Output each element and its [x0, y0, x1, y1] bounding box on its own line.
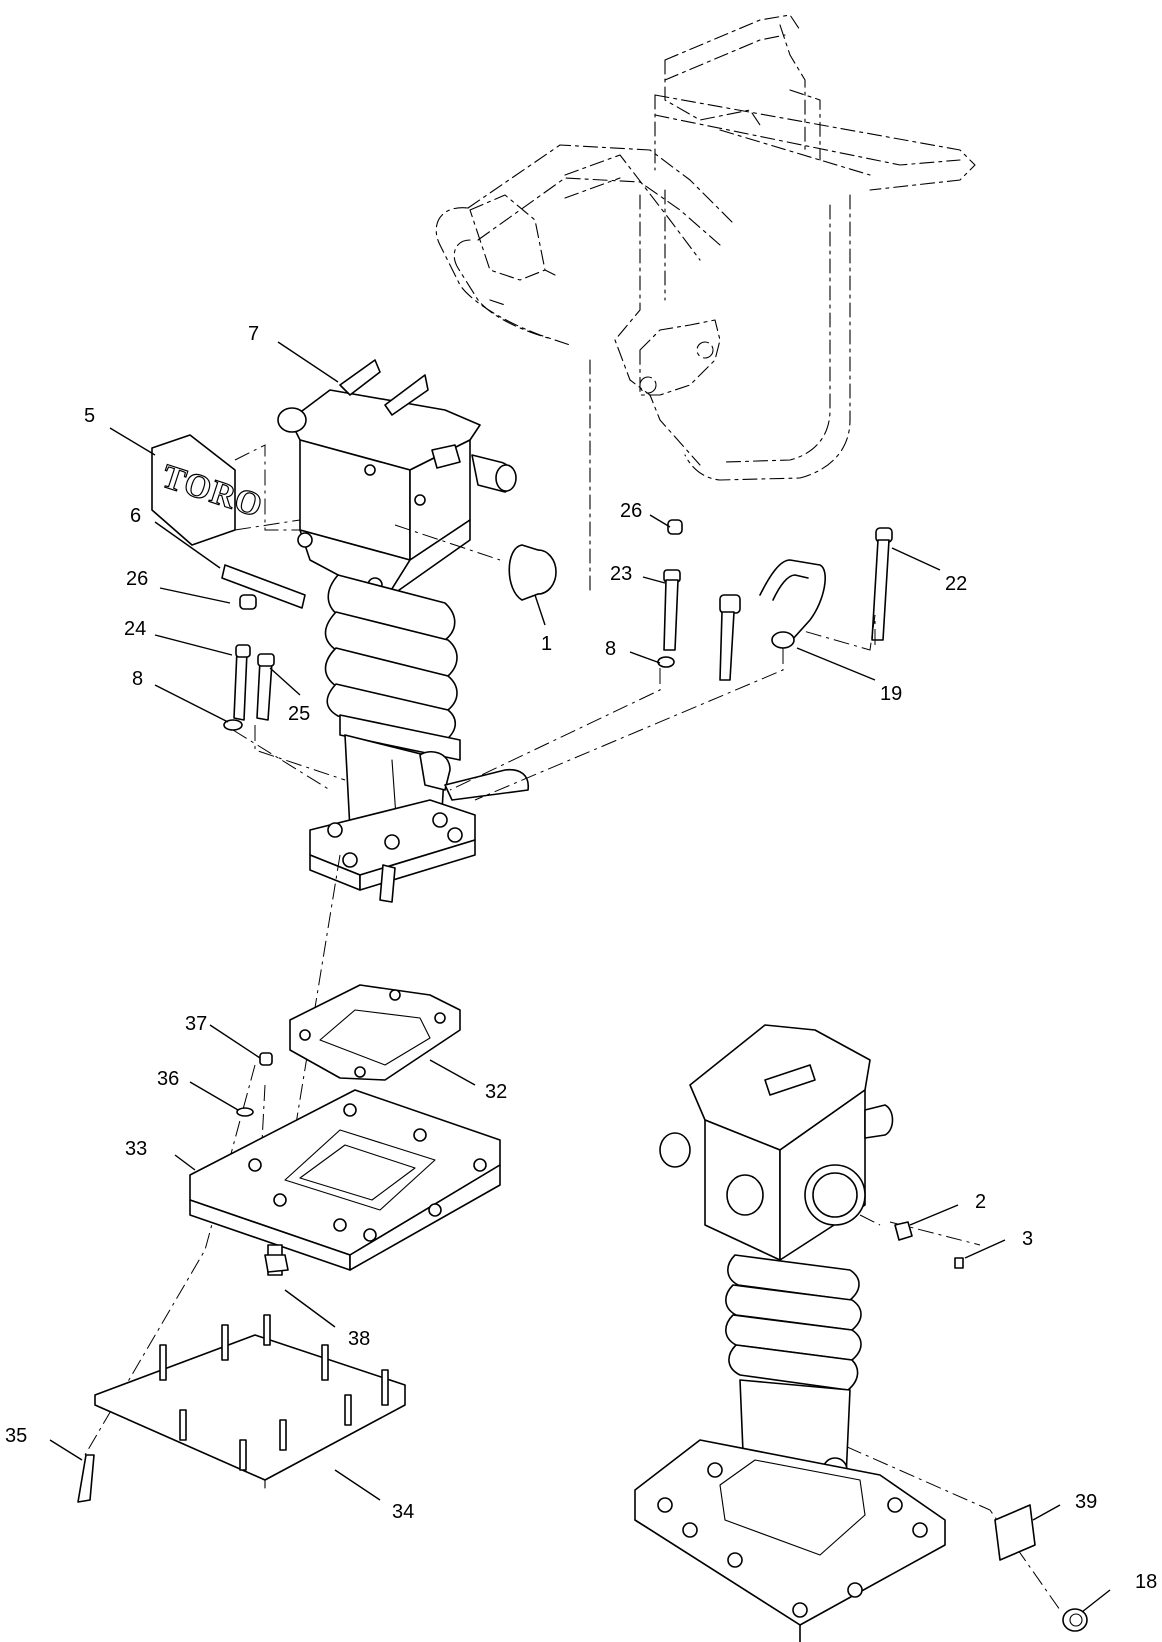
handle-frame-phantom — [435, 14, 976, 596]
assembled-rammer — [634, 1024, 946, 1642]
callout-6: 6 — [130, 505, 141, 527]
shoe-studs — [159, 1314, 389, 1471]
callout-33: 33 — [125, 1138, 147, 1160]
engine-housing-upper — [277, 359, 530, 903]
mount-nut — [264, 1254, 289, 1273]
plug-nut — [1062, 1608, 1088, 1632]
long-bolt — [871, 527, 893, 641]
shoe-mount-plate — [189, 1089, 501, 1276]
callout-32: 32 — [485, 1081, 507, 1103]
callout-36: 36 — [157, 1068, 179, 1090]
callout-26-left: 26 — [126, 568, 148, 590]
callout-8-left: 8 — [132, 668, 143, 690]
callout-22: 22 — [945, 573, 967, 595]
callout-1: 1 — [541, 633, 552, 655]
bolt-set-left — [223, 594, 275, 731]
tamping-shoe — [94, 1314, 406, 1489]
callout-19: 19 — [880, 683, 902, 705]
base-bolts — [657, 1462, 928, 1618]
callout-labels: 7 5 6 26 24 8 25 1 26 23 8 22 19 37 36 3… — [5, 323, 1157, 1593]
callout-8-center: 8 — [605, 638, 616, 660]
nut-washer-small — [236, 1052, 273, 1117]
callout-23: 23 — [610, 563, 632, 585]
callout-39: 39 — [1075, 1491, 1097, 1513]
callout-5: 5 — [84, 405, 95, 427]
callout-34: 34 — [392, 1501, 414, 1523]
callout-24: 24 — [124, 618, 146, 640]
flat-head-screw — [77, 1454, 95, 1503]
callout-3: 3 — [1022, 1228, 1033, 1250]
small-decal — [994, 1504, 1036, 1561]
plate-bolts — [248, 1103, 487, 1242]
callout-18: 18 — [1135, 1571, 1157, 1593]
callout-35: 35 — [5, 1425, 27, 1447]
hose-assembly — [719, 559, 826, 681]
callout-26-center: 26 — [620, 500, 642, 522]
callout-7: 7 — [248, 323, 259, 345]
callout-2: 2 — [975, 1191, 986, 1213]
callout-38: 38 — [348, 1328, 370, 1350]
callout-leaders — [49, 341, 1111, 1613]
bolt-set-center — [657, 519, 683, 668]
toro-decal: TORO — [151, 434, 268, 546]
grease-fitting — [894, 1221, 913, 1241]
decal-strip — [221, 564, 306, 609]
callout-25: 25 — [288, 703, 310, 725]
callout-37: 37 — [185, 1013, 207, 1035]
gasket-plate — [289, 984, 461, 1081]
rubber-isolator — [508, 544, 557, 601]
small-screw — [954, 1257, 964, 1269]
